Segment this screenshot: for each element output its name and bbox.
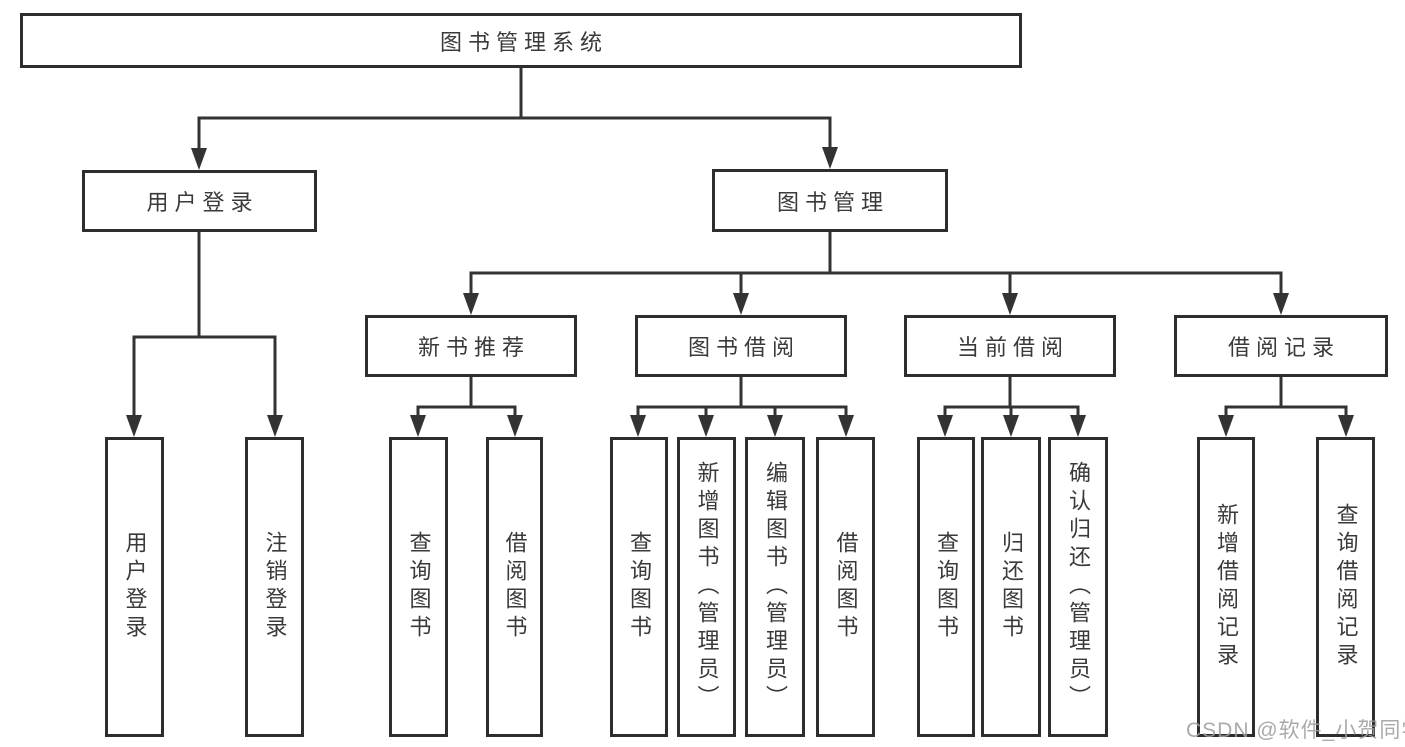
node-borrowing-records: 借阅记录: [1174, 315, 1388, 377]
leaf-user-login-label: 用户登录: [122, 531, 148, 643]
leaf-current-query-books-label: 查询图书: [934, 531, 959, 643]
leaf-borrow-borrow-books-label: 借阅图书: [833, 531, 859, 643]
leaf-logout: 注销登录: [245, 437, 304, 737]
node-book-management-label: 图书管理: [776, 189, 889, 215]
csdn-watermark: CSDN @软件_小贺同学: [1186, 719, 1405, 742]
leaf-user-login: 用户登录: [105, 437, 164, 737]
node-book-borrowing-label: 图书借阅: [687, 335, 800, 360]
node-book-borrowing: 图书借阅: [635, 315, 847, 377]
edge-current-to-leaves: [943, 375, 1080, 420]
leaf-newrec-borrow-books-label: 借阅图书: [502, 531, 528, 643]
node-current-borrowing: 当前借阅: [904, 315, 1116, 377]
leaf-borrow-add-books-admin: 新增图书（管理员）: [677, 437, 736, 737]
node-user-login-label: 用户登录: [146, 190, 259, 215]
node-root-label: 图书管理系统: [439, 29, 608, 55]
leaf-borrow-query-books: 查询图书: [610, 437, 668, 737]
node-borrowing-records-label: 借阅记录: [1227, 335, 1340, 360]
leaf-current-return-books: 归还图书: [981, 437, 1041, 737]
edge-borrow-to-leaves: [636, 375, 848, 420]
arrowheads: [126, 147, 1354, 437]
leaf-current-confirm-return-admin: 确认归还（管理员）: [1048, 437, 1108, 737]
node-book-management: 图书管理: [712, 169, 948, 232]
leaf-newrec-query-books-label: 查询图书: [406, 531, 432, 643]
leaf-borrow-edit-books-admin-label: 编辑图书（管理员）: [763, 461, 788, 713]
leaf-records-query-record: 查询借阅记录: [1316, 437, 1375, 737]
node-root: 图书管理系统: [20, 13, 1022, 68]
node-new-book-recommend-label: 新书推荐: [417, 335, 530, 360]
leaf-newrec-borrow-books: 借阅图书: [486, 437, 543, 737]
leaf-borrow-borrow-books: 借阅图书: [816, 437, 875, 737]
edge-login-to-leaves: [132, 231, 277, 420]
node-user-login: 用户登录: [82, 170, 317, 232]
leaf-records-add-record-label: 新增借阅记录: [1214, 503, 1239, 671]
edge-root-to-level2: [197, 66, 832, 153]
leaf-borrow-add-books-admin-label: 新增图书（管理员）: [694, 461, 720, 713]
leaf-records-query-record-label: 查询借阅记录: [1333, 503, 1359, 671]
leaf-borrow-edit-books-admin: 编辑图书（管理员）: [745, 437, 805, 737]
node-new-book-recommend: 新书推荐: [365, 315, 577, 377]
edge-newrec-to-leaves: [416, 375, 517, 420]
edge-mgmt-to-level3: [469, 230, 1283, 298]
node-current-borrowing-label: 当前借阅: [956, 335, 1069, 360]
leaf-records-add-record: 新增借阅记录: [1197, 437, 1255, 737]
leaf-borrow-query-books-label: 查询图书: [627, 531, 652, 643]
edge-records-to-leaves: [1224, 375, 1348, 420]
leaf-newrec-query-books: 查询图书: [389, 437, 448, 737]
leaf-current-query-books: 查询图书: [917, 437, 975, 737]
leaf-logout-label: 注销登录: [262, 531, 288, 643]
leaf-current-confirm-return-admin-label: 确认归还（管理员）: [1066, 461, 1091, 713]
leaf-current-return-books-label: 归还图书: [999, 531, 1024, 643]
